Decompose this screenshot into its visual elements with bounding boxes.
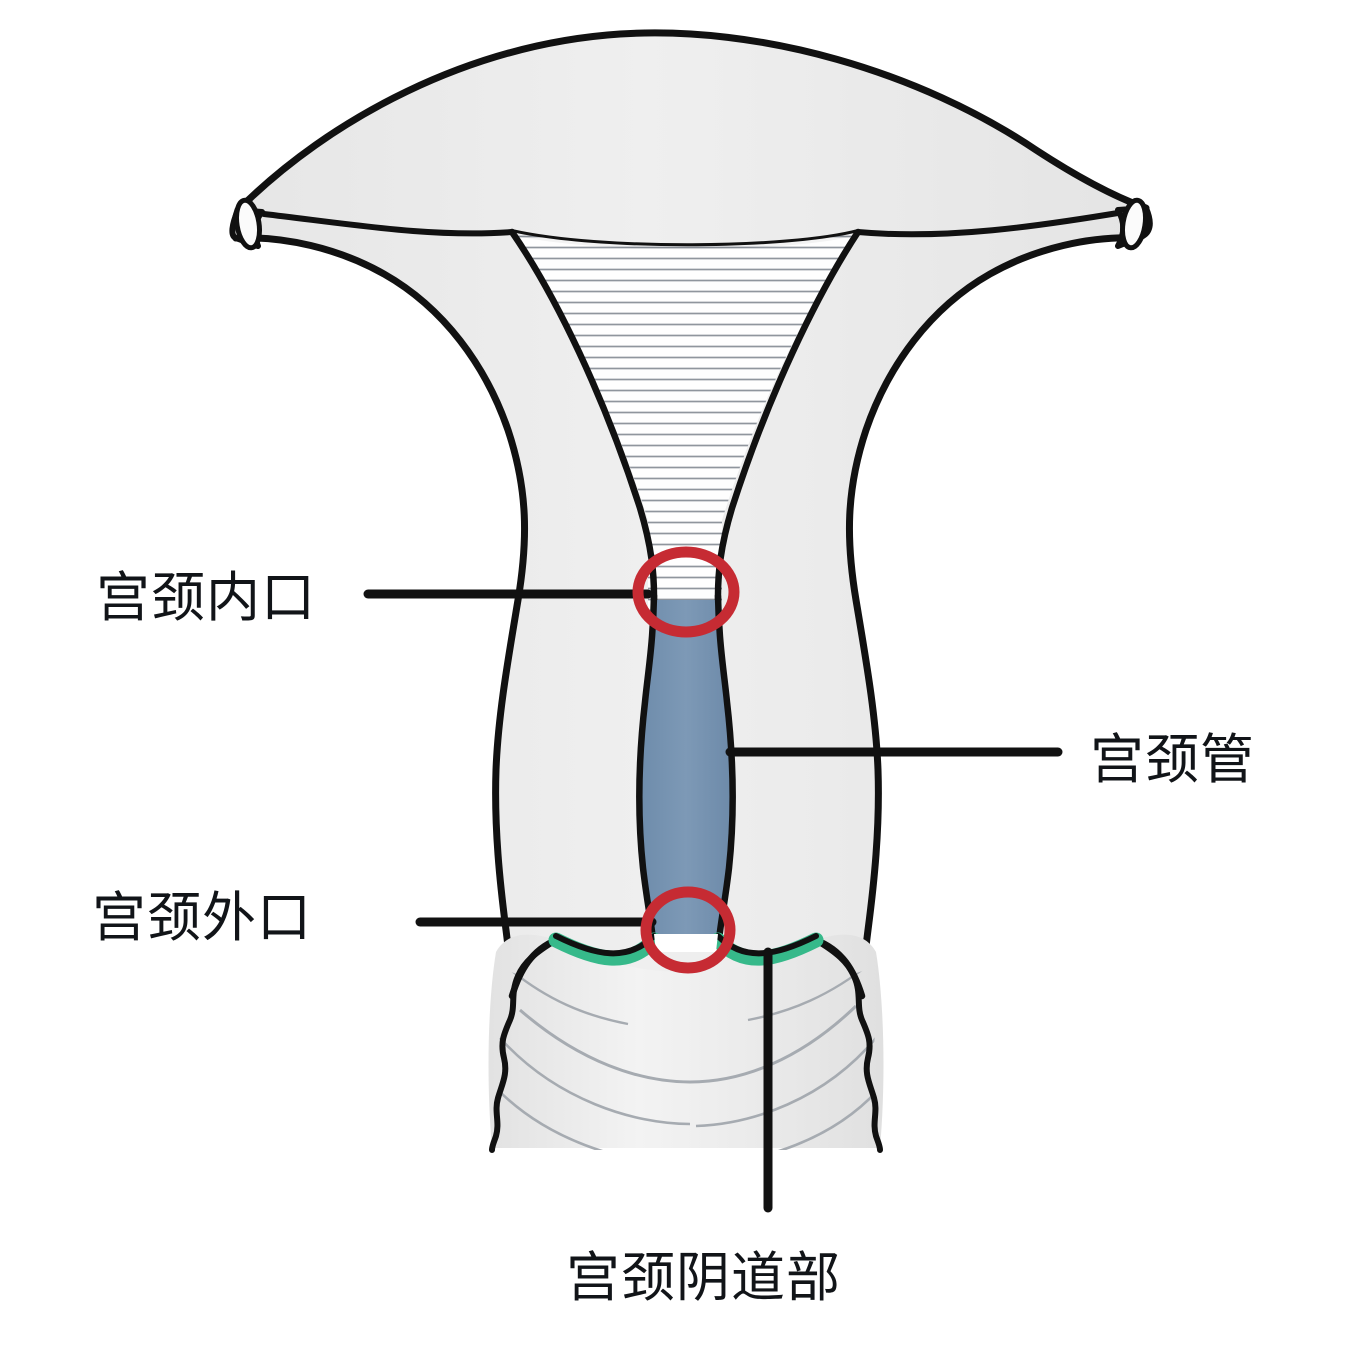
external-os-gap	[654, 934, 718, 952]
fallopian-tube-left	[229, 197, 265, 251]
vagina	[488, 934, 884, 1153]
vaginal-rugae	[497, 961, 879, 1150]
fallopian-tube-right	[1115, 197, 1153, 251]
labels-layer: 宫颈内口 宫颈管 宫颈外口 宫颈阴道部	[92, 546, 1255, 1309]
label-vaginal-portion-text: 宫颈阴道部	[566, 1246, 841, 1309]
label-internal-os[interactable]: 宫颈内口	[96, 546, 740, 638]
marker-external-os	[640, 886, 736, 974]
fundus-inner-arc	[261, 209, 1127, 250]
vaginal-wall-fill	[488, 934, 884, 1148]
label-external-os-text: 宫颈外口	[92, 886, 312, 949]
cervical-canal	[640, 600, 732, 936]
label-vaginal-portion[interactable]: 宫颈阴道部	[566, 947, 841, 1309]
label-external-os[interactable]: 宫颈外口	[92, 886, 736, 974]
marker-internal-os	[632, 546, 740, 638]
label-cervical-canal[interactable]: 宫颈管	[725, 728, 1255, 791]
cervix-wall-right	[714, 592, 736, 944]
label-cervical-canal-text: 宫颈管	[1090, 728, 1255, 791]
tube-lumen-left	[234, 197, 262, 251]
cervix-wall-left	[636, 592, 658, 944]
tube-lumen-right	[1120, 197, 1148, 251]
label-internal-os-text: 宫颈内口	[96, 566, 316, 629]
